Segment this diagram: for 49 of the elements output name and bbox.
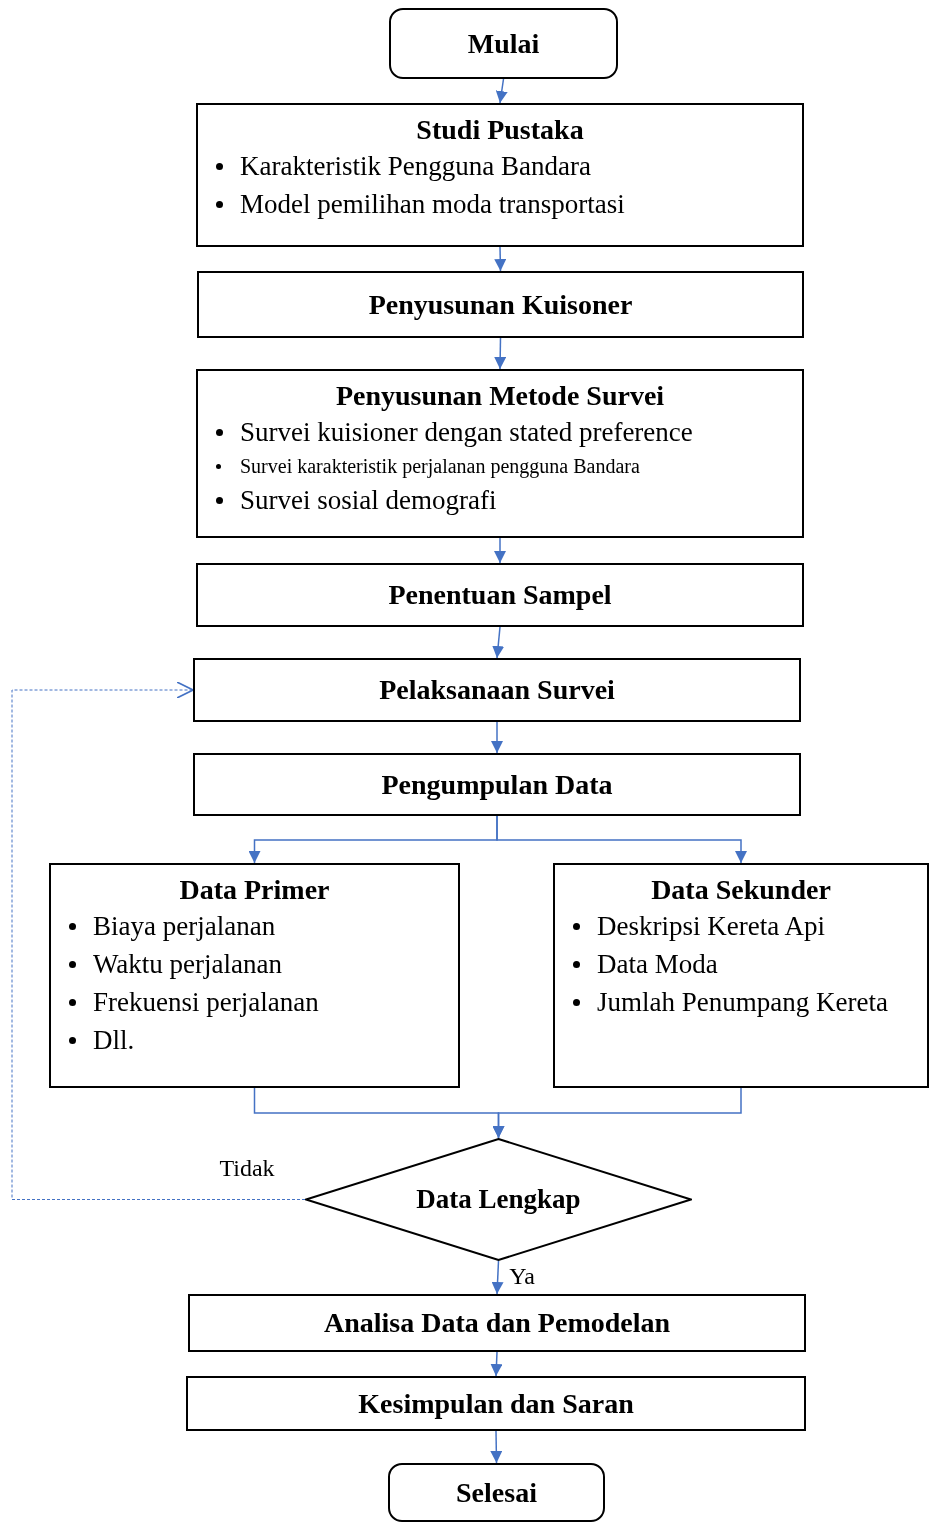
process-box [196, 563, 804, 627]
dashed-arrow [11, 681, 306, 1200]
arrow [492, 1087, 742, 1139]
arrow [496, 815, 747, 864]
process-box [197, 271, 804, 338]
box-title: Selesai [456, 1475, 537, 1510]
bullet-item: Model pemilihan moda transportasi [216, 185, 784, 223]
arrow [494, 246, 507, 272]
arrow [495, 78, 508, 104]
arrow [494, 337, 507, 370]
arrow [490, 1430, 503, 1464]
terminal-box [389, 8, 618, 79]
box-title: Penentuan Sampel [388, 578, 612, 612]
process-box [553, 863, 929, 1088]
bullet-item: Biaya perjalanan [69, 907, 440, 945]
bullet-item: Survei kuisioner dengan stated preference [216, 413, 784, 451]
arrow [494, 537, 506, 564]
process-box [188, 1294, 806, 1352]
process-box [193, 753, 801, 816]
process-box [49, 863, 460, 1088]
bullet-item: Dll. [69, 1021, 440, 1059]
box-title: Penyusunan Kuisoner [368, 287, 633, 322]
box-title: Analisa Data dan Pemodelan [323, 1306, 671, 1340]
bullet-item: Jumlah Penumpang Kereta [573, 983, 909, 1021]
box-title: Data Primer [179, 873, 330, 907]
bullet-item: Waktu perjalanan [69, 945, 440, 983]
arrow [490, 1351, 503, 1377]
bullet-item: Deskripsi Kereta Api [573, 907, 909, 945]
box-title: Data Sekunder [651, 873, 831, 907]
process-box [186, 1376, 806, 1431]
box-title: Penyusunan Metode Survei [335, 379, 665, 413]
process-box [196, 369, 804, 538]
bullet-item: Frekuensi perjalanan [69, 983, 440, 1021]
decision-label: Data Lengkap [416, 1183, 581, 1217]
process-box [196, 103, 804, 247]
box-title: Studi Pustaka [416, 113, 584, 147]
box-title: Pengumpulan Data [381, 767, 613, 802]
bullet-item: Survei karakteristik perjalanan pengguna Bandara [216, 451, 784, 481]
bullet-item: Karakteristik Pengguna Bandara [216, 147, 784, 185]
arrow [491, 1260, 504, 1295]
process-box [193, 658, 801, 722]
arrow [491, 721, 503, 754]
bullet-item: Data Moda [573, 945, 909, 983]
box-title: Kesimpulan dan Saran [358, 1386, 634, 1421]
terminal-box [388, 1463, 605, 1522]
box-title: Pelaksanaan Survei [379, 673, 615, 707]
arrow [492, 626, 505, 659]
bullet-item: Survei sosial demografi [216, 481, 784, 519]
box-title: Mulai [467, 26, 540, 61]
